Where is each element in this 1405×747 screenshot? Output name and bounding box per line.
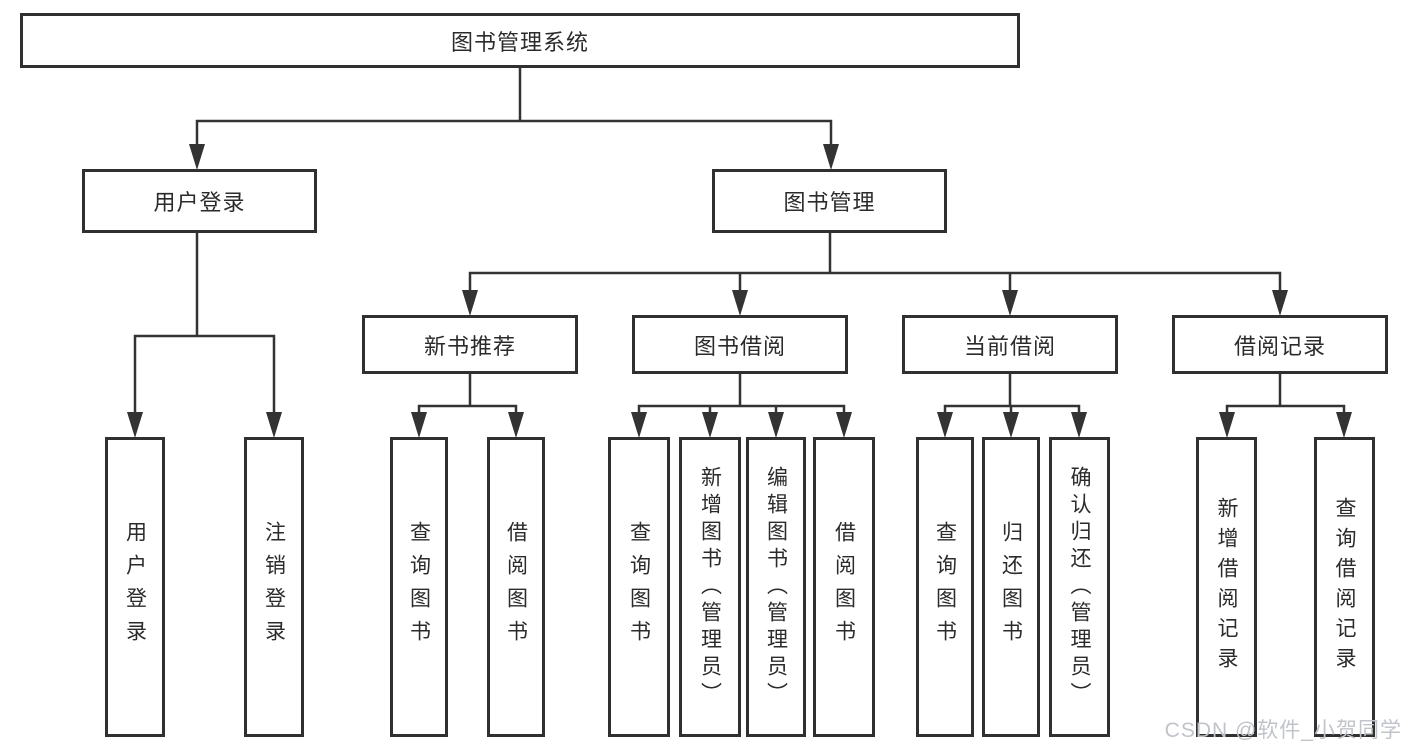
node-label: 查询图书 <box>627 521 651 653</box>
node-label: 新书推荐 <box>423 333 516 359</box>
edge-new-book-recommend-to-leaves <box>411 374 524 438</box>
leaf-query-books-borrow: 查询图书 <box>608 437 670 737</box>
node-current-borrow: 当前借阅 <box>902 315 1118 374</box>
node-label: 用户登录 <box>123 521 147 653</box>
node-label: 借阅图书 <box>504 521 528 653</box>
node-new-book-recommend: 新书推荐 <box>362 315 578 374</box>
leaf-edit-books-admin: 编辑图书（管理员） <box>746 437 806 737</box>
node-label: 注销登录 <box>262 521 286 653</box>
leaf-query-borrow-record: 查询借阅记录 <box>1314 437 1375 737</box>
edge-book-borrow-to-leaves <box>631 374 852 438</box>
edge-current-borrow-to-leaves <box>937 374 1087 438</box>
node-borrow-records: 借阅记录 <box>1172 315 1388 374</box>
leaf-logout: 注销登录 <box>244 437 304 737</box>
node-label: 归还图书 <box>999 521 1023 653</box>
node-label: 新增借阅记录 <box>1215 497 1238 677</box>
node-book-management: 图书管理 <box>712 169 947 233</box>
node-user-login: 用户登录 <box>82 169 317 233</box>
leaf-query-books-current: 查询图书 <box>916 437 974 737</box>
leaf-user-login: 用户登录 <box>105 437 165 737</box>
watermark: CSDN @软件_小贺同学 <box>1164 719 1402 742</box>
node-label: 当前借阅 <box>963 333 1056 359</box>
node-book-borrow: 图书借阅 <box>632 315 848 374</box>
leaf-borrow-books-recommend: 借阅图书 <box>487 437 545 737</box>
edge-book-management-to-level3 <box>462 233 1288 316</box>
node-label: 用户登录 <box>153 190 246 215</box>
edge-user-login-to-leaves <box>127 233 282 438</box>
leaf-confirm-return-admin: 确认归还（管理员） <box>1049 437 1110 737</box>
node-label: 图书借阅 <box>693 333 786 359</box>
node-label: 图书管理系统 <box>450 29 589 55</box>
node-label: 确认归还（管理员） <box>1068 465 1091 709</box>
leaf-return-books: 归还图书 <box>982 437 1040 737</box>
node-label: 编辑图书（管理员） <box>764 465 788 709</box>
leaf-borrow-books-borrow: 借阅图书 <box>813 437 875 737</box>
leaf-add-books-admin: 新增图书（管理员） <box>679 437 741 737</box>
node-label: 借阅记录 <box>1233 333 1326 359</box>
leaf-query-books-recommend: 查询图书 <box>390 437 448 737</box>
node-label: 查询借阅记录 <box>1333 497 1356 677</box>
node-library-management-system: 图书管理系统 <box>20 13 1020 68</box>
edge-root-to-level2 <box>189 66 839 170</box>
node-label: 新增图书（管理员） <box>698 465 722 709</box>
edge-borrow-records-to-leaves <box>1219 374 1352 438</box>
node-label: 查询图书 <box>407 521 431 653</box>
node-label: 图书管理 <box>783 190 876 215</box>
leaf-add-borrow-record: 新增借阅记录 <box>1196 437 1257 737</box>
node-label: 借阅图书 <box>832 521 856 653</box>
node-label: 查询图书 <box>933 521 957 653</box>
